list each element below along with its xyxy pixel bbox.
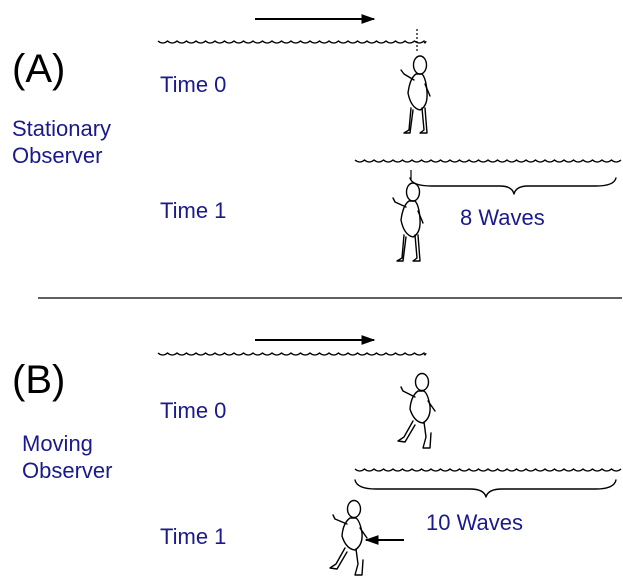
wave-train-b-time0 (157, 351, 427, 356)
wave-count-label-b: 10 Waves (426, 510, 523, 535)
observer-label-moving-line1: Moving (22, 431, 93, 456)
observer-label-stationary-line2: Observer (12, 143, 102, 168)
panel-a-letter: (A) (12, 47, 65, 91)
time0-label-b: Time 0 (160, 398, 226, 423)
observer-label-moving-line2: Observer (22, 458, 112, 483)
person-standing-icon (400, 55, 431, 134)
brace-icon-b (354, 479, 617, 498)
person-standing-icon (392, 182, 424, 262)
brace-icon-a (409, 177, 617, 195)
panel-a: (A) Stationary Observer Time 0 Time 1 8 … (12, 14, 622, 262)
panel-b: (B) Moving Observer Time 0 Time 1 10 Wav… (12, 335, 622, 576)
wave-train-a-time1 (354, 159, 622, 163)
person-walking-icon (397, 372, 436, 449)
wave-train-a-time0 (157, 39, 427, 44)
person-walking-icon (329, 499, 368, 576)
panel-b-letter: (B) (12, 358, 65, 402)
time1-label-a: Time 1 (160, 198, 226, 223)
time1-label-b: Time 1 (160, 524, 226, 549)
time0-label-a: Time 0 (160, 72, 226, 97)
observer-label-stationary-line1: Stationary (12, 116, 111, 141)
wave-count-label-a: 8 Waves (460, 205, 545, 230)
wave-train-b-time1 (354, 468, 622, 472)
